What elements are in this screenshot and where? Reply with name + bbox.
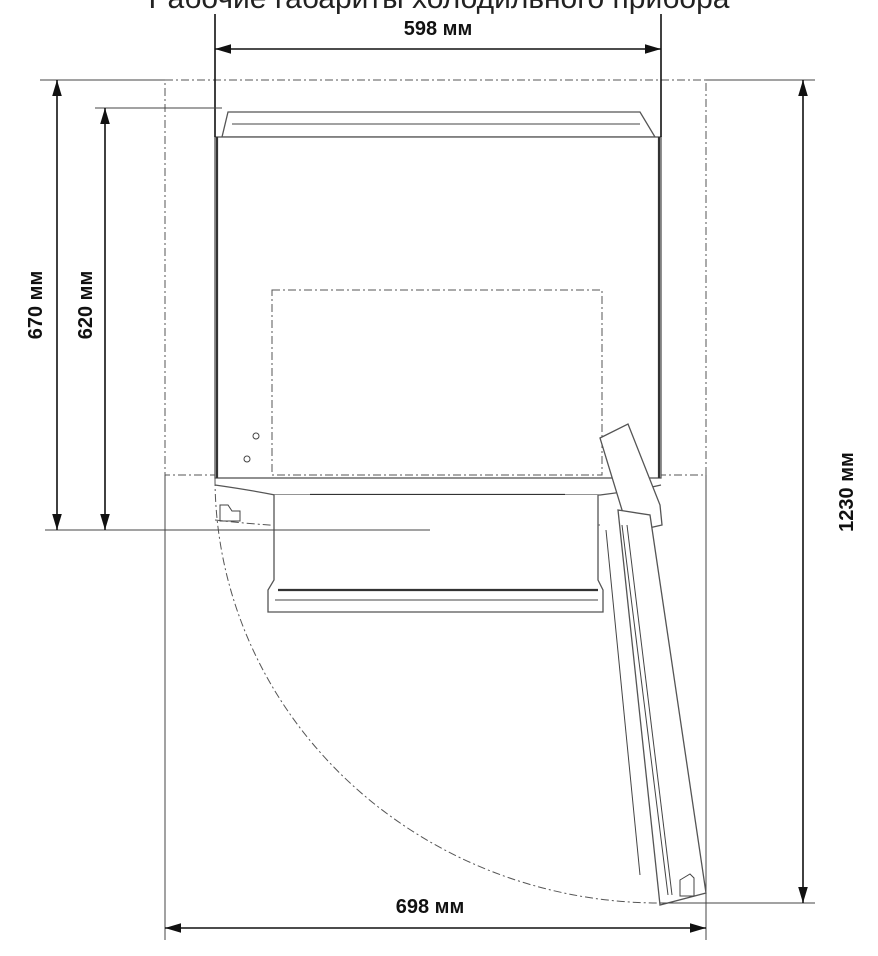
dimension-label-620: 620 мм	[75, 271, 97, 340]
dimension-label-698: 698 мм	[396, 896, 465, 918]
door-seal	[626, 524, 673, 896]
open-door	[617, 509, 707, 906]
door-shelf-edge	[605, 529, 641, 876]
dimension-label-598: 598 мм	[404, 18, 473, 40]
inner-compartment-outline	[271, 289, 603, 476]
hinge-icon	[219, 504, 241, 522]
front-trim	[214, 484, 662, 496]
dimension-label-670: 670 мм	[25, 271, 47, 340]
fridge-body	[214, 136, 662, 479]
door-swing-arc	[214, 477, 661, 904]
door-hinge-icon	[679, 873, 695, 897]
door-seal	[621, 524, 669, 896]
fixing-hole	[252, 432, 260, 440]
fixing-hole	[243, 455, 251, 463]
dimension-label-1230: 1230 мм	[836, 452, 858, 532]
drawer	[267, 495, 604, 613]
diagram-title: Рабочие габариты холодильного прибора	[149, 0, 730, 15]
